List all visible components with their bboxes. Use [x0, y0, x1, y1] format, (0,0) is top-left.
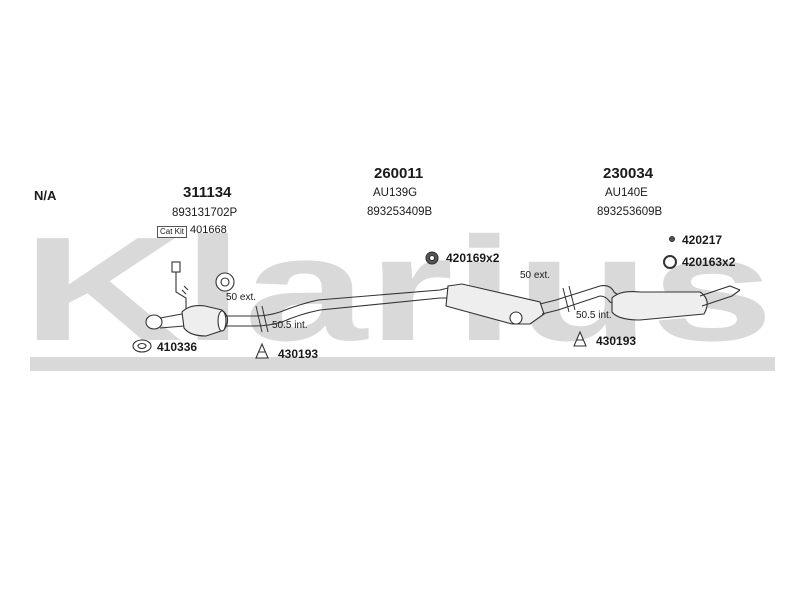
gasket-410336-hole	[137, 342, 147, 350]
watermark-underline	[30, 357, 775, 371]
rear-joint-marks	[562, 285, 576, 313]
sensor-clip	[181, 285, 189, 295]
front-pipe	[159, 313, 185, 329]
gasket-410336-icon	[132, 339, 152, 353]
catkit-badge: Cat Kit	[157, 226, 188, 238]
rear-pipe-top	[539, 285, 623, 305]
front-ext-dimension: 50 ext.	[226, 292, 257, 303]
section3-oe-ref: 893253609B	[597, 206, 663, 218]
gasket-front-part-no: 410336	[157, 340, 198, 354]
application-label: N/A	[34, 188, 57, 203]
centre-muffler	[445, 283, 545, 325]
section2-part-no: 260011	[374, 165, 424, 182]
washer-rear-part-no: 420217	[682, 233, 723, 247]
section1-part-no: 311134	[183, 184, 232, 201]
catkit-part-no: 401668	[190, 224, 227, 236]
catalytic-converter	[181, 305, 229, 337]
rear-ext-dimension: 50 ext.	[520, 270, 551, 281]
mount-rear-part-no: 420163x2	[682, 255, 736, 269]
catkit-gasket-outer	[215, 272, 235, 292]
clamp-rear-icon	[573, 330, 587, 347]
section3-part-no: 230034	[603, 165, 654, 182]
section2-model: AU139G	[373, 187, 418, 199]
centre-muffler-end	[509, 311, 523, 325]
lambda-sensor-lead	[175, 268, 187, 310]
washer-420217-icon	[668, 235, 676, 243]
section3-model: AU140E	[605, 187, 648, 199]
mount-420169-hole	[428, 254, 436, 262]
catkit-gasket-inner	[220, 277, 230, 287]
front-flange	[145, 314, 163, 330]
front-int-dimension: 50.5 int.	[272, 320, 308, 331]
lambda-sensor	[171, 261, 181, 273]
mount-mid-part-no: 420169x2	[446, 251, 500, 265]
clamp-front-part-no: 430193	[278, 347, 319, 361]
section2-oe-ref: 893253409B	[367, 206, 433, 218]
clamp-front-icon	[255, 342, 269, 359]
rear-silencer	[611, 291, 708, 321]
clamp-rear-part-no: 430193	[596, 334, 637, 348]
intermediate-pipe-top	[226, 287, 449, 317]
front-joint-marks	[255, 305, 269, 333]
tail-pipe	[699, 285, 741, 307]
cat-outlet	[217, 310, 227, 332]
mount-420163-icon	[663, 255, 677, 269]
rear-int-dimension: 50.5 int.	[576, 310, 612, 321]
rear-pipe-bottom	[541, 295, 621, 315]
section1-oe-ref: 893131702P	[172, 207, 238, 219]
